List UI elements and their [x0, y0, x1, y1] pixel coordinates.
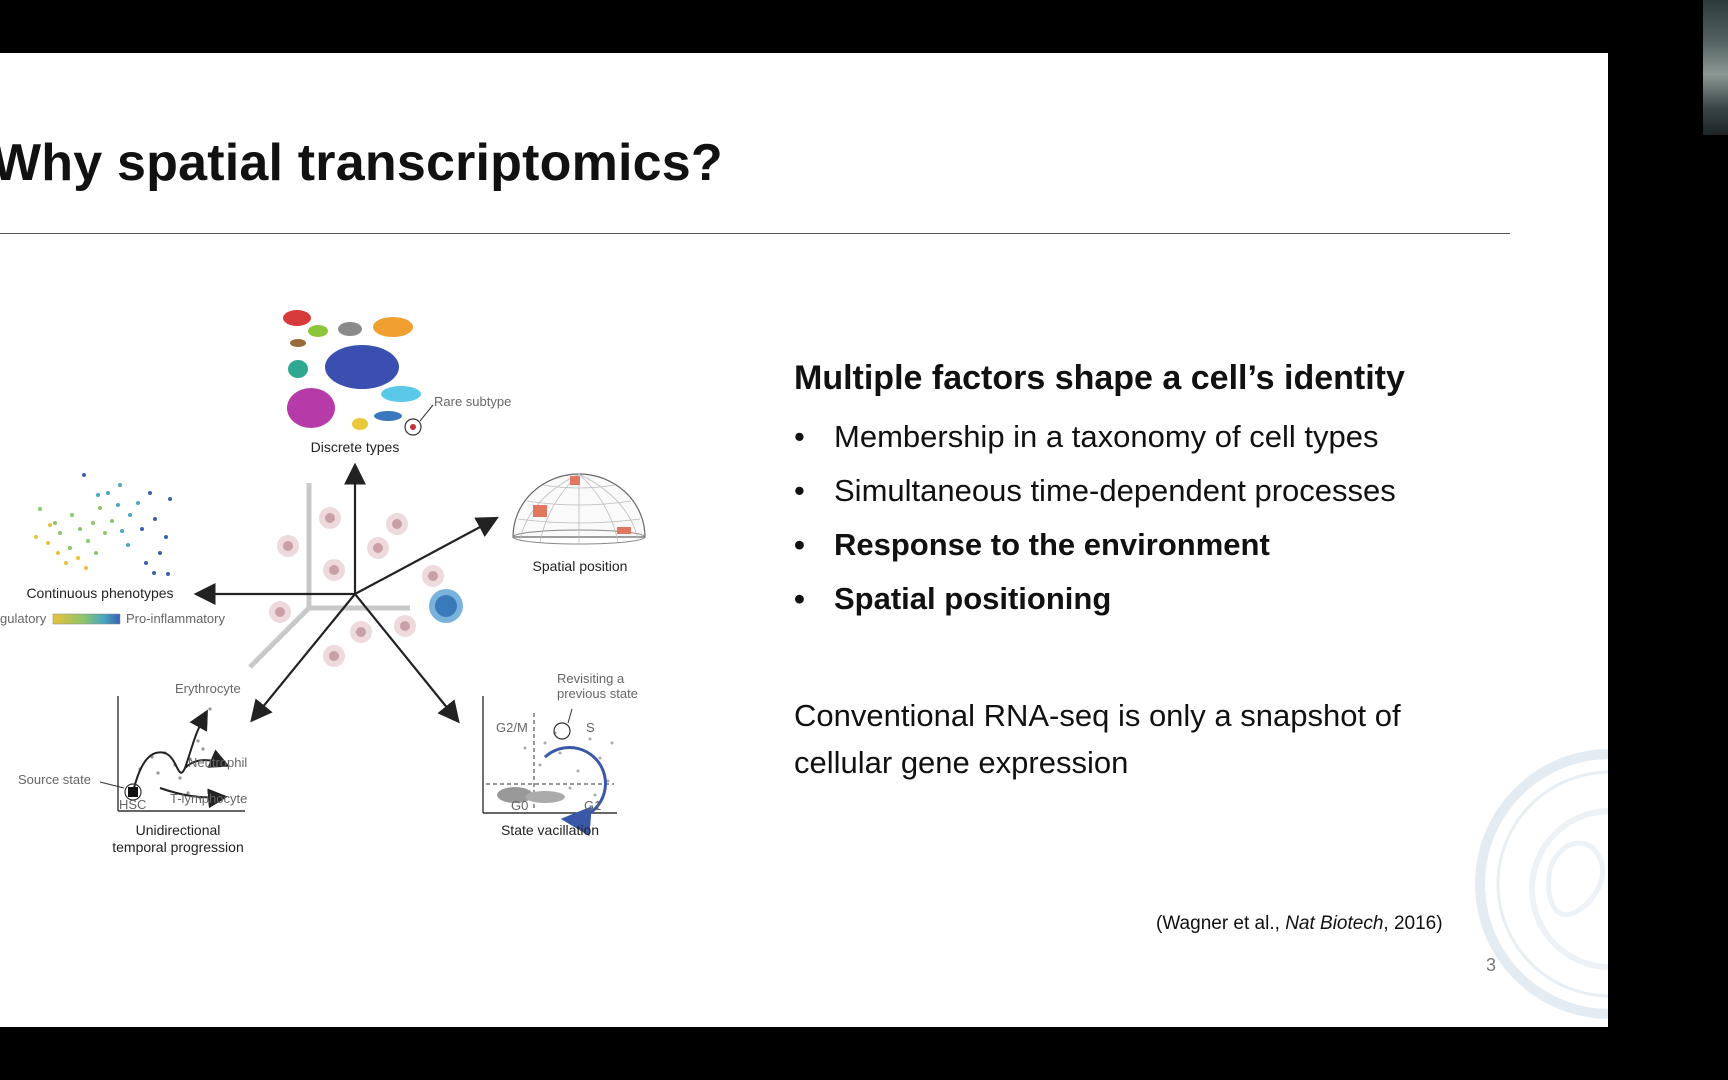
rare-subtype-label: Rare subtype	[434, 394, 511, 409]
highlight-cell-icon	[429, 589, 463, 623]
cell-icon	[323, 559, 345, 581]
hsc-label: HSC	[119, 797, 146, 812]
cell-icon	[394, 615, 416, 637]
g0-label: G0	[511, 798, 528, 813]
phenotype-gradient-bar	[52, 613, 121, 625]
content-block: Multiple factors shape a cell’s identity…	[794, 359, 1494, 786]
t-lymphocyte-label: T-lymphocyte	[170, 791, 247, 806]
unidirectional-label-line2: temporal progression	[112, 839, 244, 855]
source-state-label: Source state	[18, 772, 91, 787]
revisiting-label-line1: Revisiting a	[557, 671, 625, 686]
university-seal-watermark-icon	[1475, 749, 1608, 1019]
state-vacillation-label: State vacillation	[501, 822, 599, 838]
cell-identity-figure: Rare subtype Discrete types Spatial posi…	[0, 310, 646, 855]
factor-axes	[193, 462, 499, 724]
unidirectional-label-line1: Unidirectional	[136, 822, 221, 838]
continuous-phenotypes-panel: Continuous phenotypes gulatory Pro-infla…	[0, 473, 225, 626]
factor-item: Response to the environment	[794, 518, 1494, 572]
temporal-progression-panel: Source state HSC Erythrocyte Neutrophil …	[18, 681, 247, 855]
citation-journal: Nat Biotech	[1285, 913, 1384, 934]
citation: (Wagner et al., Nat Biotech, 2016)	[1156, 913, 1443, 935]
factor-item: Simultaneous time-dependent processes	[794, 464, 1494, 518]
content-heading: Multiple factors shape a cell’s identity	[794, 359, 1405, 397]
cell-icon	[319, 507, 341, 529]
neutrophil-label: Neutrophil	[188, 755, 247, 770]
cell-icon	[367, 537, 389, 559]
g1-label: G1	[584, 798, 601, 813]
cell-icon	[386, 513, 408, 535]
cell-icon	[323, 645, 345, 667]
discrete-types-panel: Rare subtype Discrete types	[283, 310, 511, 455]
revisiting-label-line2: previous state	[557, 686, 638, 701]
cell-icon	[350, 621, 372, 643]
cell-cloud	[269, 507, 463, 667]
slide-title: Why spatial transcriptomics?	[0, 134, 723, 192]
factor-item: Spatial positioning	[794, 572, 1494, 626]
discrete-types-label: Discrete types	[311, 439, 400, 455]
continuous-phenotypes-label: Continuous phenotypes	[26, 585, 173, 601]
g2m-label: G2/M	[496, 720, 528, 735]
snapshot-note: Conventional RNA-seq is only a snapshot …	[794, 698, 1401, 780]
cell-icon	[422, 565, 444, 587]
spatial-position-panel: Spatial position	[512, 473, 646, 574]
factor-item: Membership in a taxonomy of cell types	[794, 410, 1494, 464]
erythrocyte-label: Erythrocyte	[175, 681, 241, 696]
spatial-position-label: Spatial position	[533, 558, 628, 574]
state-vacillation-panel: Revisiting a previous state G2/M S G0 G1…	[482, 671, 638, 838]
factor-list: Membership in a taxonomy of cell types S…	[794, 410, 1494, 626]
axis-backbone	[248, 483, 410, 669]
slide: Why spatial transcriptomics?	[0, 53, 1608, 1027]
citation-prefix: (Wagner et al.,	[1156, 913, 1286, 934]
pro-inflammatory-label: Pro-inflammatory	[126, 611, 225, 626]
webcam-thumbnail	[1703, 0, 1728, 135]
s-phase-label: S	[586, 720, 595, 735]
cell-icon	[277, 535, 299, 557]
regulatory-label: gulatory	[0, 611, 47, 626]
slide-number: 3	[1486, 955, 1497, 975]
citation-suffix: , 2016)	[1383, 913, 1443, 934]
cell-icon	[269, 601, 291, 623]
title-divider	[0, 233, 1510, 234]
